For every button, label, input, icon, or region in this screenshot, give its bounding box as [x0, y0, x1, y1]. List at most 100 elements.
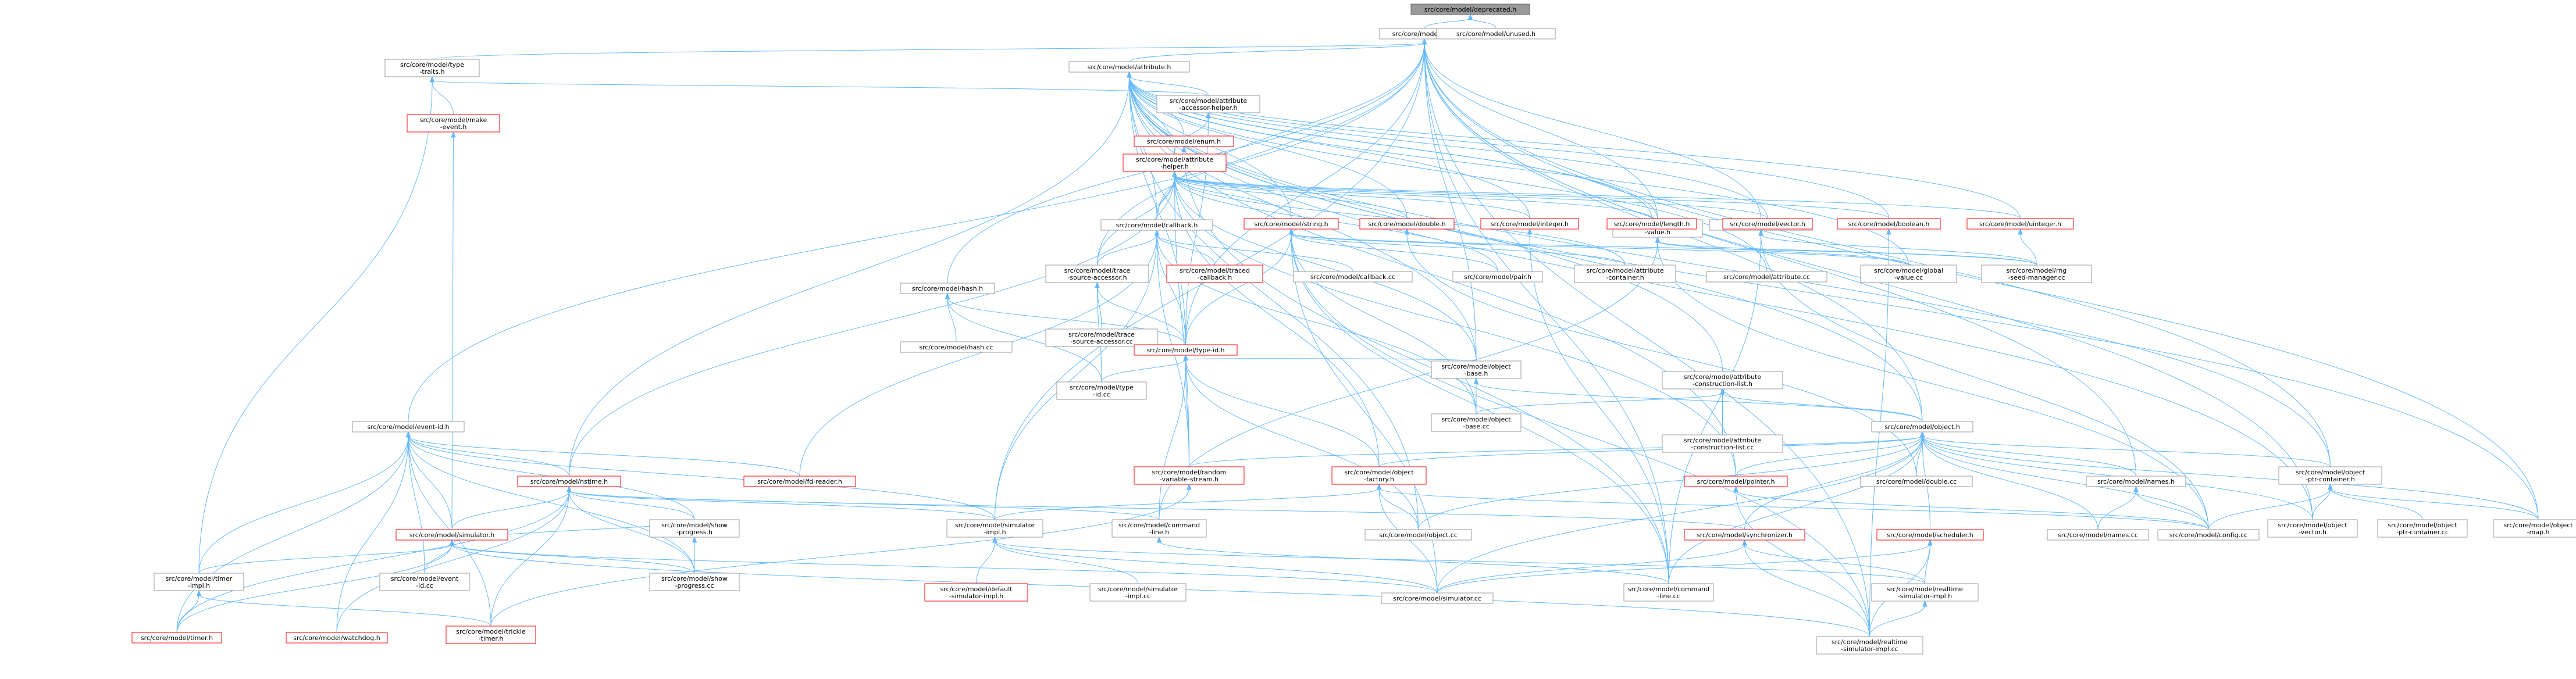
edge-unused-to-deprecated — [1467, 13, 1497, 29]
edge-line — [1101, 359, 1186, 383]
node-box — [1684, 529, 1805, 541]
node-label: -map.h — [2527, 528, 2550, 536]
node-doublecc[interactable]: src/core/model/double.cc — [1860, 476, 1973, 487]
edge-trickle-to-randomvar — [490, 483, 1192, 627]
node-objectbasecc[interactable]: src/core/model/object-base.cc — [1431, 413, 1522, 432]
edge-attribute-to-ptr — [1129, 38, 1427, 62]
node-integer[interactable]: src/core/model/integer.h — [1480, 218, 1579, 230]
node-string[interactable]: src/core/model/string.h — [1244, 218, 1339, 230]
node-ptrcontainercc[interactable]: src/core/model/object-ptr-container.cc — [2377, 519, 2468, 538]
node-label: src/core/model/attribute.cc — [1723, 273, 1810, 281]
node-defaultsimimpl[interactable]: src/core/model/default-simulator-impl.h — [924, 583, 1028, 602]
node-double[interactable]: src/core/model/double.h — [1359, 218, 1455, 230]
node-label: src/core/model/attribute.h — [1088, 63, 1171, 71]
node-accessorhelper[interactable]: src/core/model/attribute-accessor-helper… — [1156, 95, 1260, 113]
edge-line — [408, 435, 995, 520]
node-eventid[interactable]: src/core/model/event-id.h — [352, 421, 465, 433]
edge-line — [1736, 435, 1923, 477]
edge-simulatorcc-to-synchronizer — [1437, 539, 1747, 594]
node-makeevent[interactable]: src/core/model/make-event.h — [407, 114, 500, 133]
node-realtimeimplh[interactable]: src/core/model/realtime-simulator-impl.h — [1871, 583, 1979, 602]
node-watchdog[interactable]: src/core/model/watchdog.h — [286, 632, 388, 644]
edge-line — [1185, 359, 1380, 467]
node-enum[interactable]: src/core/model/enum.h — [1134, 135, 1234, 147]
node-callback[interactable]: src/core/model/callback.h — [1100, 219, 1213, 231]
node-tracesourceaccessor[interactable]: src/core/model/trace-source-accessor.h — [1045, 265, 1149, 283]
node-synchronizer[interactable]: src/core/model/synchronizer.h — [1684, 529, 1805, 541]
edge-line — [2020, 233, 2037, 266]
node-pointer[interactable]: src/core/model/pointer.h — [1684, 476, 1788, 487]
edge-line — [408, 42, 1425, 422]
node-eventidcc[interactable]: src/core/model/event-id.cc — [379, 573, 470, 591]
node-length[interactable]: src/core/model/length.h — [1606, 218, 1697, 230]
edge-line — [2330, 488, 2539, 520]
node-label: src/core/model/vector.h — [1730, 220, 1805, 228]
node-attributecc[interactable]: src/core/model/attribute.cc — [1706, 271, 1827, 283]
node-label: src/core/model/unused.h — [1456, 30, 1535, 38]
edge-vector-to-attrhelper — [1172, 170, 1768, 219]
node-attrconstrlistcc[interactable]: src/core/model/attribute-construction-li… — [1662, 434, 1783, 453]
node-attrconstrlist[interactable]: src/core/model/attribute-construction-li… — [1662, 371, 1783, 389]
edge-line — [2312, 488, 2331, 520]
node-vector[interactable]: src/core/model/vector.h — [1722, 218, 1813, 230]
node-tsacc[interactable]: src/core/model/trace-source-accessor.cc — [1045, 328, 1158, 347]
node-timerimpl[interactable]: src/core/model/timer-impl.h — [154, 573, 244, 591]
node-objectfactory[interactable]: src/core/model/object-factory.h — [1331, 466, 1427, 485]
edge-line — [995, 234, 1157, 520]
node-objectbase[interactable]: src/core/model/object-base.h — [1431, 360, 1522, 379]
node-hash[interactable]: src/core/model/hash.h — [900, 283, 995, 294]
edge-line — [408, 435, 695, 574]
node-simulatorcc[interactable]: src/core/model/simulator.cc — [1381, 592, 1494, 604]
node-callbackcc[interactable]: src/core/model/callback.cc — [1293, 271, 1413, 283]
node-rngseed[interactable]: src/core/model/rng-seed-manager.cc — [1981, 265, 2092, 283]
node-typeid[interactable]: src/core/model/type-id.h — [1134, 344, 1238, 356]
edge-line — [408, 435, 569, 477]
node-box — [1431, 413, 1522, 432]
node-timer[interactable]: src/core/model/timer.h — [131, 632, 222, 644]
node-typeidcc[interactable]: src/core/model/type-id.cc — [1056, 381, 1147, 400]
node-showprogresscc[interactable]: src/core/model/show-progress.cc — [649, 573, 740, 591]
node-fdreader[interactable]: src/core/model/fd-reader.h — [743, 476, 856, 487]
node-attribute[interactable]: src/core/model/attribute.h — [1068, 61, 1190, 73]
node-label: src/core/model/double.cc — [1876, 478, 1957, 485]
node-nstime[interactable]: src/core/model/nstime.h — [517, 476, 621, 487]
node-hashcc[interactable]: src/core/model/hash.cc — [900, 341, 1013, 353]
node-objvector[interactable]: src/core/model/object-vector.h — [2267, 519, 2358, 538]
node-namescc[interactable]: src/core/model/names.cc — [2047, 529, 2149, 541]
node-object[interactable]: src/core/model/object.h — [1871, 421, 1973, 433]
node-names[interactable]: src/core/model/names.h — [2086, 476, 2186, 487]
node-configcc[interactable]: src/core/model/config.cc — [2157, 529, 2260, 541]
edge-line — [1159, 359, 1186, 520]
node-box — [1293, 271, 1413, 283]
node-cmdline[interactable]: src/core/model/command-line.h — [1111, 519, 1207, 538]
node-showprogress[interactable]: src/core/model/show-progress.h — [649, 519, 740, 538]
node-objmap[interactable]: src/core/model/object-map.h — [2493, 519, 2576, 538]
node-pair[interactable]: src/core/model/pair.h — [1452, 271, 1543, 283]
node-simimpl[interactable]: src/core/model/simulator-impl.h — [946, 519, 1043, 538]
node-tracedcallback[interactable]: src/core/model/traced-callback.h — [1166, 265, 1263, 283]
node-randomvar[interactable]: src/core/model/random-variable-stream.h — [1134, 466, 1245, 485]
edge-realtimeimplcc-to-boolean — [1869, 228, 1891, 637]
node-objectcc[interactable]: src/core/model/object.cc — [1364, 529, 1472, 541]
node-uinteger[interactable]: src/core/model/uinteger.h — [1966, 218, 2074, 230]
node-boolean[interactable]: src/core/model/boolean.h — [1837, 218, 1941, 230]
node-ptrcontainer[interactable]: src/core/model/object-ptr-container.h — [2278, 466, 2382, 485]
node-scheduler[interactable]: src/core/model/scheduler.h — [1876, 529, 1984, 541]
node-attrhelper[interactable]: src/core/model/attribute-helper.h — [1123, 153, 1227, 172]
node-globalvaluecc[interactable]: src/core/model/global-value.cc — [1860, 265, 1957, 283]
node-trickle[interactable]: src/core/model/trickle-timer.h — [446, 626, 536, 644]
node-cmdlinecc[interactable]: src/core/model/command-line.cc — [1623, 583, 1714, 602]
node-unused[interactable]: src/core/model/unused.h — [1436, 28, 1556, 40]
edge-objectbasecc-to-attrconstrlist — [1476, 388, 1725, 414]
node-simulator[interactable]: src/core/model/simulator.h — [396, 529, 508, 541]
node-deprecated[interactable]: src/core/model/deprecated.h — [1410, 3, 1530, 15]
edge-arrowhead — [1927, 539, 1933, 546]
edge-timerimpl-to-typetraits — [198, 76, 435, 574]
node-attrcontainer[interactable]: src/core/model/attribute-container.h — [1574, 265, 1676, 283]
node-simimplcc[interactable]: src/core/model/simulator-impl.cc — [1089, 583, 1187, 602]
node-typetraits[interactable]: src/core/model/type-traits.h — [384, 59, 480, 77]
edge-objmap-to-attribute — [1127, 71, 2539, 520]
node-realtimeimplcc[interactable]: src/core/model/realtime-simulator-impl.c… — [1816, 636, 1923, 655]
edge-line — [1185, 359, 1189, 467]
edge-line — [1185, 358, 1477, 362]
